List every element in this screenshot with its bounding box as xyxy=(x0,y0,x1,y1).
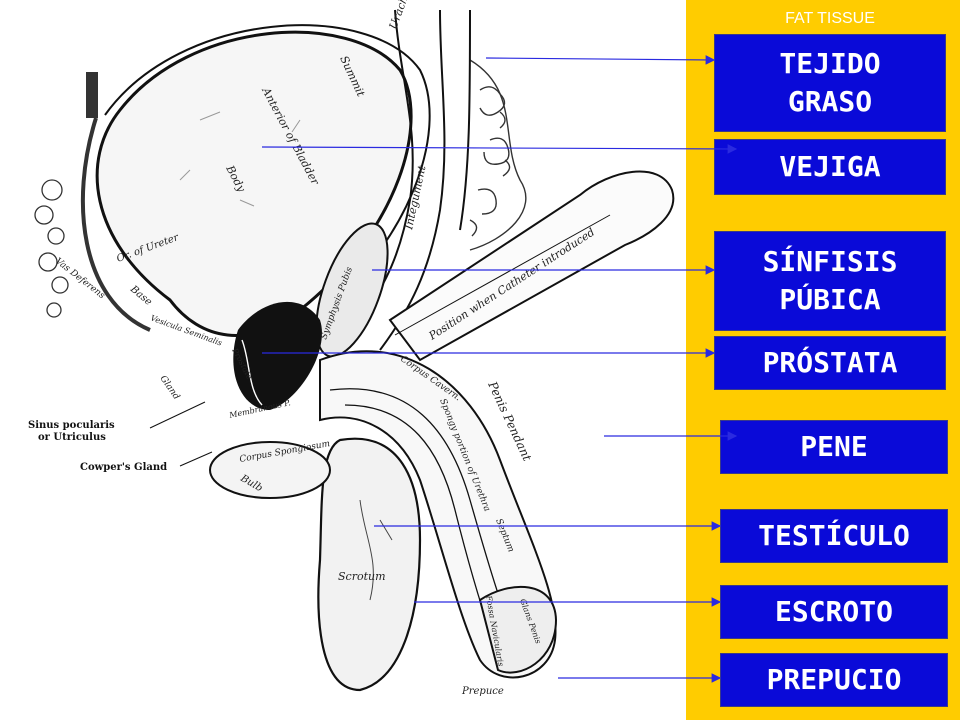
fig-base: Base xyxy=(127,283,154,308)
fig-cowpers-gland: Cowper's Gland xyxy=(80,462,167,473)
fig-or-utriculus: or Utriculus xyxy=(38,432,106,443)
label-tejido-graso[interactable]: TEJIDO GRASO xyxy=(714,34,946,132)
fig-prepuce: Prepuce xyxy=(461,686,504,697)
label-prostata[interactable]: PRÓSTATA xyxy=(714,336,946,390)
anatomy-illustration: Urachus Summit Anterior of Bladder Body … xyxy=(28,0,675,697)
label-sinfisis-pubica[interactable]: SÍNFISIS PÚBICA xyxy=(714,231,946,331)
fat-tissue-caption: FAT TISSUE xyxy=(785,10,875,27)
fig-sinus-pocularis: Sinus pocularis xyxy=(28,420,115,431)
fig-urachus: Urachus xyxy=(387,0,415,31)
label-prepucio[interactable]: PREPUCIO xyxy=(720,653,948,707)
label-pene[interactable]: PENE xyxy=(720,420,948,474)
bulb-drawing xyxy=(209,441,331,499)
scrotum-drawing xyxy=(317,437,422,692)
fig-scrotum: Scrotum xyxy=(338,570,386,583)
label-testiculo[interactable]: TESTÍCULO xyxy=(720,509,948,563)
label-vejiga[interactable]: VEJIGA xyxy=(714,139,946,195)
fig-integument: Integument xyxy=(402,164,429,232)
label-escroto[interactable]: ESCROTO xyxy=(720,585,948,639)
fig-gland: Gland xyxy=(158,374,182,402)
fat-tissue-drawing xyxy=(469,59,527,251)
symphysis-drawing xyxy=(315,222,389,358)
tube-drawing xyxy=(86,72,98,118)
prostate-drawing xyxy=(233,301,322,410)
